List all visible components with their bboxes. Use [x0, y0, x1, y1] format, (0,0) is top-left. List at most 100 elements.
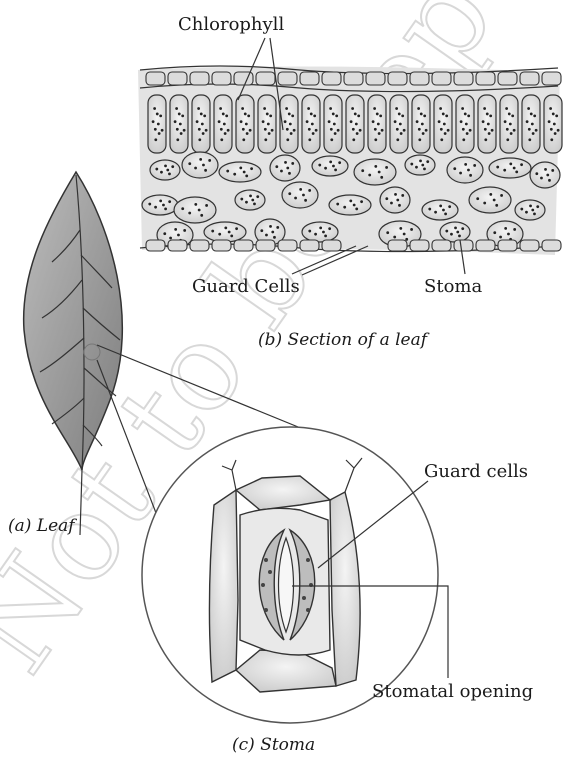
spongy-cell — [302, 222, 338, 242]
guard-cells-label: Guard Cells — [192, 276, 300, 297]
stoma-detail — [142, 427, 438, 723]
chloroplast-dot — [426, 160, 429, 163]
chloroplast-dot — [225, 114, 228, 117]
chloroplast-dot — [416, 120, 419, 123]
epidermis-cell — [256, 72, 275, 85]
chloroplast-dot — [177, 234, 180, 237]
chloroplast-dot — [379, 114, 382, 117]
chloroplast-dot — [244, 113, 247, 116]
chloroplast-dot — [506, 128, 509, 131]
chloroplast-dot — [343, 206, 346, 209]
chloroplast-dot — [398, 204, 401, 207]
chloroplast-dot — [166, 169, 169, 172]
chloroplast-dot — [198, 209, 201, 212]
stoma-label: Stoma — [424, 276, 482, 297]
chloroplast-dot — [403, 129, 406, 132]
chloroplast-dot — [152, 120, 155, 123]
chloroplast-dot — [428, 208, 431, 211]
chloroplast-dot — [329, 160, 332, 163]
chloroplast-dot — [197, 107, 200, 110]
chloroplast-dot — [230, 234, 233, 237]
chloroplast-dot — [423, 114, 426, 117]
chloroplast-dot — [533, 212, 536, 215]
chloroplast-dot — [310, 113, 313, 116]
chloroplast-dot — [162, 204, 165, 207]
chloroplast-dot — [410, 163, 413, 166]
chloroplast-dot — [266, 113, 269, 116]
chloroplast-dot — [442, 113, 445, 116]
epidermis-cell — [432, 240, 451, 251]
chloroplast-dot — [462, 138, 465, 141]
leaf-section — [138, 66, 562, 255]
chloroplast-dot — [487, 123, 490, 126]
chloroplast-dot — [526, 120, 529, 123]
chloroplast-dot — [393, 236, 396, 239]
chloroplast-dot — [359, 129, 362, 132]
spongy-cell — [150, 160, 180, 180]
epidermis-cell — [212, 240, 231, 251]
chloroplast-dot — [308, 138, 311, 141]
chloroplast-dot — [202, 132, 205, 135]
chloroplast-dot — [243, 171, 246, 174]
chloroplast-dot — [374, 128, 377, 131]
spongy-cell — [312, 156, 348, 176]
chloroplast-dot — [395, 107, 398, 110]
chloroplast-dot — [466, 132, 469, 135]
chloroplast-dot — [374, 138, 377, 141]
chloroplast-dot — [527, 107, 530, 110]
chloroplast-dot — [513, 228, 516, 231]
chloroplast-dot — [284, 120, 287, 123]
chloroplast-dot — [533, 114, 536, 117]
chloroplast-dot — [421, 164, 424, 167]
epidermis-cell — [190, 240, 209, 251]
chloroplast-dot — [525, 211, 528, 214]
chloroplast-dot — [337, 129, 340, 132]
chloroplast-dot — [168, 200, 171, 203]
chloroplast-dot — [386, 231, 389, 234]
chloroplast-dot — [464, 113, 467, 116]
epidermis-cell — [300, 72, 319, 85]
palisade-cells — [148, 95, 562, 153]
chloroplast-dot — [540, 177, 543, 180]
chloroplast-dot — [372, 120, 375, 123]
epidermis-cell — [432, 72, 451, 85]
chloroplast-dot — [253, 202, 256, 205]
chloroplast-dot — [334, 132, 337, 135]
chloroplast-dot — [510, 132, 513, 135]
chloroplast-dot — [240, 198, 243, 201]
chloroplast-dot — [319, 226, 322, 229]
chloroplast-dot — [515, 170, 518, 173]
chloroplast-dot — [280, 170, 283, 173]
chloroplast-dot — [315, 129, 318, 132]
chloroplast-dot — [355, 207, 358, 210]
chloroplast-dot — [154, 206, 157, 209]
chloroplast-dot — [240, 120, 243, 123]
chloroplast-dot — [233, 173, 236, 176]
chloroplast-dot — [228, 231, 231, 234]
chloroplast-dot — [439, 107, 442, 110]
chloroplast-dot — [401, 114, 404, 117]
epidermis-cell — [366, 72, 385, 85]
chloroplast-dot — [469, 174, 472, 177]
chloroplast-dot — [268, 570, 272, 574]
chloroplast-dot — [179, 123, 182, 126]
chloroplast-dot — [398, 113, 401, 116]
epidermis-cell — [542, 72, 561, 85]
spongy-cell — [489, 158, 531, 178]
chloroplast-dot — [188, 212, 191, 215]
chloroplast-dot — [400, 132, 403, 135]
chloroplast-dot — [546, 174, 549, 177]
chloroplast-dot — [275, 165, 278, 168]
chloroplast-dot — [174, 120, 177, 123]
chloroplast-dot — [220, 128, 223, 131]
chloroplast-dot — [500, 194, 503, 197]
chloroplast-dot — [154, 128, 157, 131]
epidermis-cell — [542, 240, 561, 251]
chloroplast-dot — [332, 165, 335, 168]
chloroplast-dot — [164, 164, 167, 167]
chloroplast-dot — [201, 123, 204, 126]
chloroplast-dot — [154, 138, 157, 141]
chloroplast-dot — [164, 207, 167, 210]
chloroplast-dot — [284, 161, 287, 164]
chloroplast-dot — [222, 113, 225, 116]
